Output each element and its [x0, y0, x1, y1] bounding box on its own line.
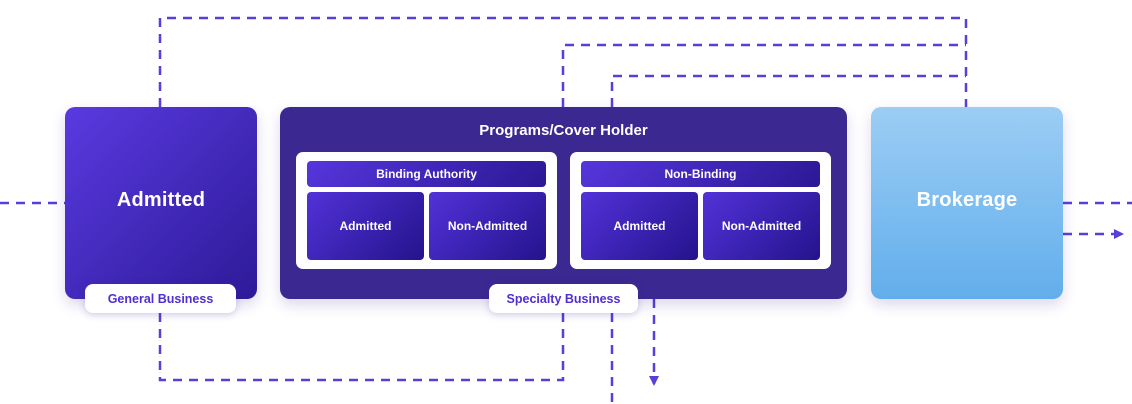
brokerage-box: Brokerage [871, 107, 1063, 299]
admitted-label: Admitted [116, 189, 206, 211]
binding-non-admitted-cell: Non-Admitted [429, 192, 546, 260]
connector-top-outer [158, 16, 968, 107]
brokerage-label: Brokerage [916, 189, 1018, 211]
connector-top-middle [561, 43, 966, 107]
programs-cover-holder-box: Programs/Cover Holder Binding Authority … [280, 107, 847, 299]
connector-top-inner [610, 74, 966, 107]
admitted-box: Admitted [65, 107, 257, 299]
nonbinding-admitted-cell: Admitted [581, 192, 698, 260]
binding-admitted-cell: Admitted [307, 192, 424, 260]
non-binding-header: Non-Binding [581, 161, 820, 187]
non-binding-group: Non-Binding Admitted Non-Admitted [570, 152, 831, 269]
programs-title: Programs/Cover Holder [479, 122, 648, 139]
general-business-badge: General Business [85, 284, 236, 313]
nonbinding-non-admitted-cell: Non-Admitted [703, 192, 820, 260]
specialty-business-badge: Specialty Business [489, 284, 638, 313]
binding-authority-header: Binding Authority [307, 161, 546, 187]
binding-authority-group: Binding Authority Admitted Non-Admitted [296, 152, 557, 269]
connector-bottom-loop [158, 313, 565, 382]
